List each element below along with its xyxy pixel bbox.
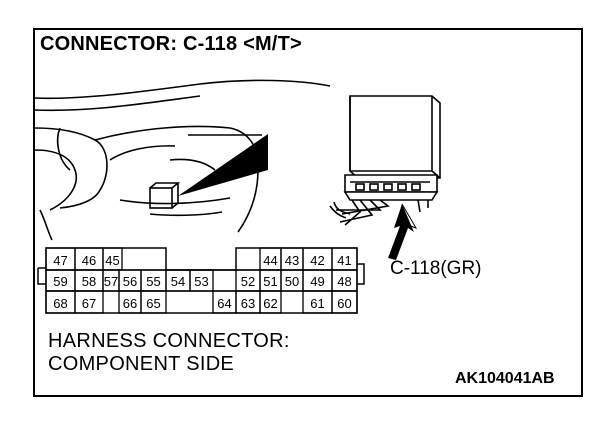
pin-56: 56 <box>123 274 137 289</box>
pin-58: 58 <box>82 274 96 289</box>
pin-68: 68 <box>53 296 67 311</box>
callout-wedge <box>178 134 268 196</box>
pin-45: 45 <box>105 253 119 268</box>
harness-label-line1: HARNESS CONNECTOR: <box>48 330 290 352</box>
pin-62: 62 <box>263 296 277 311</box>
pin-55: 55 <box>146 274 160 289</box>
harness-label-line2: COMPONENT SIDE <box>48 353 235 375</box>
pin-65-cell <box>140 290 167 314</box>
diagram-frame <box>33 28 583 397</box>
pin-42: 42 <box>310 253 324 268</box>
pin-43: 43 <box>285 253 299 268</box>
pin-54: 54 <box>171 274 185 289</box>
pin-41: 41 <box>337 253 351 268</box>
dashboard-illustration <box>34 79 331 241</box>
pin-60: 60 <box>337 296 351 311</box>
pin-53: 53 <box>194 274 208 289</box>
pin-50: 50 <box>285 274 299 289</box>
pin-67-cell <box>74 290 104 314</box>
pin-65: 65 <box>146 296 160 311</box>
pin-64: 64 <box>217 296 231 311</box>
pin-grid: 47 46 45 44 43 42 41 59 58 57 56 55 54 53 52 51 50 49 48 68… <box>45 247 358 314</box>
ecu-module <box>329 95 441 226</box>
pin-60-cell <box>331 290 358 314</box>
pin-61: 61 <box>310 296 324 311</box>
pin-51: 51 <box>263 274 277 289</box>
pin-67: 67 <box>82 296 96 311</box>
pin-62-cell <box>259 290 282 314</box>
connector-callout-label: C-118(GR) <box>390 258 482 279</box>
pin-57: 57 <box>104 274 118 289</box>
pin-46: 46 <box>82 253 96 268</box>
pin-52: 52 <box>241 274 255 289</box>
pointer-arrow <box>388 203 418 260</box>
pin-49: 49 <box>310 274 324 289</box>
figure-code: AK104041AB <box>455 370 555 387</box>
pin-44: 44 <box>263 253 277 268</box>
pin-66: 66 <box>123 296 137 311</box>
page-title: CONNECTOR: C-118 <M/T> <box>40 33 302 55</box>
pin-48: 48 <box>337 274 351 289</box>
pin-59: 59 <box>53 274 67 289</box>
pin-63: 63 <box>241 296 255 311</box>
pin-53-cell <box>189 269 214 292</box>
pin-47: 47 <box>53 253 67 268</box>
